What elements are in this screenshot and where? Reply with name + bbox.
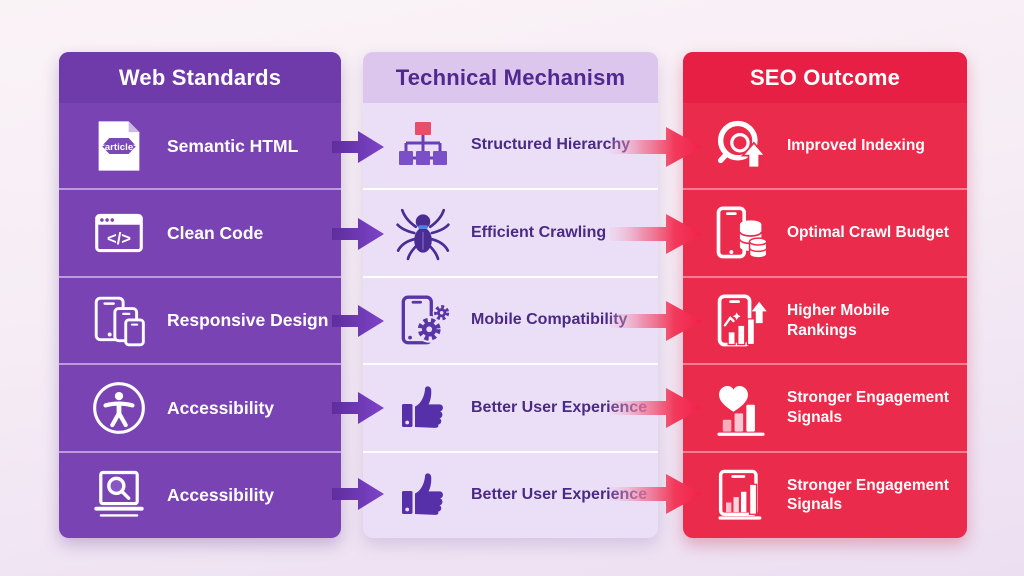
row-label: Higher Mobile Rankings [787,301,890,339]
row-label: Better User Experience [471,486,648,504]
row-accessibility: Accessibility [59,363,341,450]
row-label: Optimal Crawl Budget [787,224,949,242]
row-accessibility-audit: Accessibility [59,450,341,538]
spider-crawler-icon [387,204,459,262]
row-label: Accessibility [167,485,274,506]
search-up-arrow-icon [707,116,775,176]
heart-chart-icon [707,378,775,438]
row-efficient-crawling: Efficient Crawling [363,188,658,275]
row-semantic-html: <article> Semantic HTML [59,103,341,188]
column-header-label: Web Standards [118,64,282,90]
row-better-user-experience-2: Better User Experience [363,450,658,538]
phone-coins-icon [707,203,775,263]
row-clean-code: </> Clean Code [59,188,341,275]
hierarchy-icon [387,118,459,174]
row-stronger-engagement-signals-1: Stronger Engagement Signals [683,363,967,450]
laptop-search-icon [83,465,155,525]
responsive-devices-icon [83,292,155,350]
column-technical-mechanism: Technical Mechanism Structured Hierarchy [363,52,658,538]
row-improved-indexing: Improved Indexing [683,103,967,188]
row-label: Accessibility [167,397,274,418]
svg-text:<article>: <article> [99,141,139,152]
row-label: Efficient Crawling [471,223,607,241]
row-label: Stronger Engagement Signals [787,389,949,426]
row-mobile-compatibility: Mobile Compatibility [363,275,658,363]
mobile-gears-icon [387,292,459,350]
screen-chart-icon [707,465,775,525]
thumbs-up-icon [387,380,459,436]
column-web-standards-header: Web Standards [59,52,341,103]
code-window-icon: </> [83,204,155,262]
row-label: Clean Code [167,222,264,243]
row-label: Structured Hierarchy [471,136,631,154]
row-label: Responsive Design [167,310,329,331]
row-label: Better User Experience [471,398,648,416]
row-label: Stronger Engagement Signals [787,476,949,514]
row-stronger-engagement-signals-2: Stronger Engagement Signals [683,450,967,538]
row-label: Improved Indexing [787,136,925,154]
column-web-standards: Web Standards <article> Semantic HTML </… [59,52,341,538]
column-seo-outcome-header: SEO Outcome [683,52,967,103]
accessibility-person-icon [83,379,155,437]
column-header-label: SEO Outcome [749,64,901,90]
row-label: Mobile Compatibility [471,311,628,329]
row-label: Semantic HTML [167,135,299,156]
row-structured-hierarchy: Structured Hierarchy [363,103,658,188]
column-seo-outcome: SEO Outcome Improved Indexing [683,52,967,538]
row-optimal-crawl-budget: Optimal Crawl Budget [683,188,967,275]
column-technical-mechanism-header: Technical Mechanism [363,52,658,103]
column-header-label: Technical Mechanism [395,64,626,90]
thumbs-up-icon [387,467,459,523]
svg-text:</>: </> [107,229,131,248]
row-higher-mobile-rankings: Higher Mobile Rankings [683,275,967,363]
row-better-user-experience-1: Better User Experience [363,363,658,450]
article-document-icon: <article> [83,116,155,176]
row-responsive-design: Responsive Design [59,275,341,363]
phone-rankings-icon [707,291,775,351]
